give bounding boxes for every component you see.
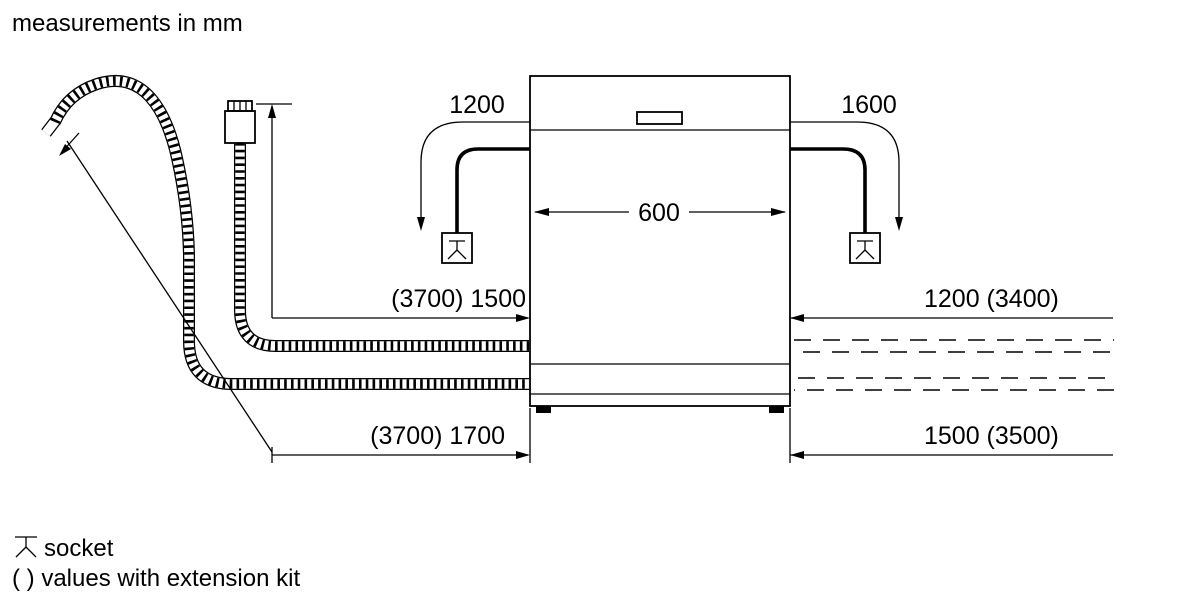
tap-connector-ribs: [233, 101, 247, 111]
foot-right: [769, 406, 784, 413]
tap-reference-line: [256, 103, 292, 318]
dimension-cord-left-leader: [420, 121, 530, 218]
legend-extension-note: ( ) values with extension kit: [12, 565, 300, 592]
dimension-drain-hose: (3700) 1700: [271, 408, 531, 463]
dimension-right-bottom: 1500 (3500): [789, 408, 1113, 463]
arrow-down-left-icon: [59, 144, 71, 156]
dimension-right-top: 1200 (3400): [790, 285, 1113, 322]
extension-hose-dashed-lines: [794, 339, 1114, 391]
dimension-cord-right-leader: [790, 121, 900, 218]
socket-left-box: [441, 232, 473, 264]
arrow-up-icon: [268, 104, 276, 118]
drain-hose: [41, 75, 529, 390]
foot-left: [536, 406, 551, 413]
arrow-down-icon: [417, 217, 425, 231]
dimension-width: 600: [534, 199, 786, 227]
door-handle: [636, 111, 683, 125]
arrow-left-icon: [790, 314, 804, 322]
page-title: measurements in mm: [12, 10, 243, 37]
power-cord-left-path: [455, 147, 530, 233]
socket-icon: [855, 240, 875, 260]
dimension-right-bottom-label: 1500 (3500): [924, 422, 1059, 450]
arrow-right-icon: [771, 208, 786, 216]
dimension-cord-right: 1600: [790, 91, 903, 231]
arrow-right-icon: [516, 451, 530, 459]
power-cord-left: [441, 147, 530, 264]
arrow-left-icon: [790, 451, 804, 459]
dimension-width-label: 600: [638, 199, 680, 227]
dimension-right-top-label: 1200 (3400): [924, 285, 1059, 313]
supply-hose: [224, 100, 529, 352]
dimension-cord-left: 1200: [417, 91, 530, 231]
dimension-drain-label: (3700) 1700: [370, 422, 505, 450]
dimension-supply-label: (3700) 1500: [391, 285, 526, 313]
socket-icon: [447, 240, 467, 260]
dishwasher-body: [529, 75, 791, 407]
arrow-down-icon: [895, 217, 903, 231]
supply-hose-tube: [234, 143, 529, 352]
socket-icon: [15, 536, 37, 558]
dimension-cord-right-label: 1600: [841, 91, 897, 119]
legend-socket-label: socket: [44, 535, 114, 562]
legend: socket ( ) values with extension kit: [12, 535, 300, 592]
arrow-right-icon: [516, 314, 530, 322]
aquastop-box: [224, 110, 256, 144]
drain-hose-leader-line: [66, 140, 273, 453]
socket-right-box: [849, 232, 881, 264]
arrow-left-icon: [534, 208, 549, 216]
dimension-cord-left-label: 1200: [449, 91, 505, 119]
dimension-supply-hose: (3700) 1500: [272, 285, 530, 322]
power-cord-right-path: [790, 147, 867, 233]
dishwasher: [529, 75, 791, 413]
power-cord-right: [790, 147, 881, 264]
